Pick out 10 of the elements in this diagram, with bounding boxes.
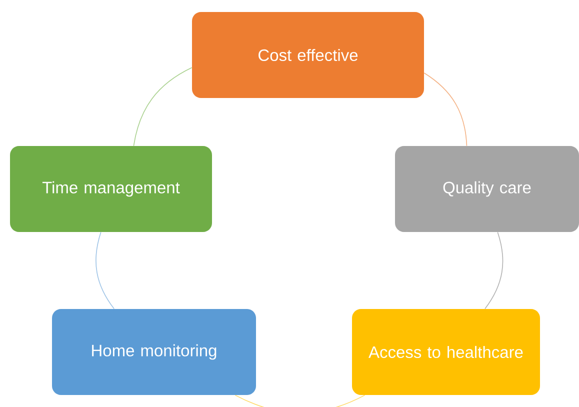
process-box: Cost effective bbox=[192, 12, 424, 98]
connector-arc bbox=[234, 394, 366, 407]
connector-arc bbox=[484, 232, 504, 310]
process-box: Access to healthcare bbox=[352, 309, 540, 395]
connector-arc bbox=[424, 72, 468, 146]
connector-arc bbox=[133, 67, 192, 146]
process-box: Home monitoring bbox=[52, 309, 256, 395]
connector-arc bbox=[96, 232, 114, 310]
process-box: Quality care bbox=[395, 146, 579, 232]
process-box: Time management bbox=[10, 146, 212, 232]
